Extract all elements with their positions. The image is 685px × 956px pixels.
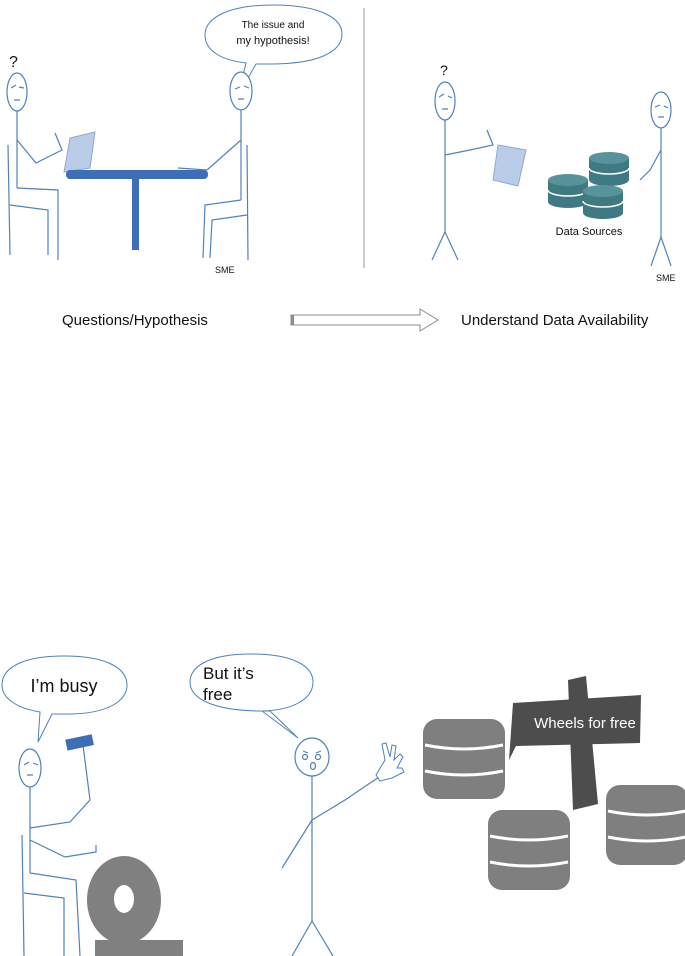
- sign-text: Wheels for free: [534, 715, 636, 732]
- paper-icon: [63, 131, 96, 173]
- waving-hand-icon: [375, 742, 405, 782]
- sme-label-left: SME: [215, 265, 235, 275]
- caption-questions-hypothesis: Questions/Hypothesis: [62, 312, 208, 329]
- arrow-right-icon: [290, 308, 439, 332]
- meeting-table: [66, 170, 208, 250]
- wheel-icon: [87, 856, 183, 956]
- question-mark: ?: [9, 54, 18, 71]
- speech-busy-text: I’m busy: [30, 676, 97, 696]
- speech-bubble-busy: I’m busy: [1, 655, 128, 743]
- paper-icon: [492, 144, 527, 187]
- hammer-icon: [65, 734, 94, 751]
- speech-free-line1: But it’s: [203, 664, 254, 683]
- database-icon: [547, 151, 630, 220]
- bottom-scene: I’m busy But it’s free: [1, 653, 685, 956]
- top-left-scene: The issue and my hypothesis! ?: [6, 4, 343, 275]
- sme-stick-figure-standing: [639, 91, 672, 267]
- speech-hypothesis-line1: The issue and: [242, 20, 305, 31]
- signpost-icon: Wheels for free: [509, 676, 641, 810]
- speech-free-line2: free: [203, 685, 232, 704]
- speech-bubble-free: But it’s free: [189, 653, 314, 739]
- top-right-scene: ? Data Sources SME: [431, 62, 676, 283]
- left-stick-figure-seated: [6, 72, 63, 260]
- sme-label-right: SME: [656, 273, 676, 283]
- free-stick-figure: [281, 737, 383, 956]
- standing-stick-figure: [431, 81, 494, 261]
- busy-stick-figure: [18, 744, 97, 956]
- sme-stick-figure-seated: [177, 71, 253, 261]
- question-mark: ?: [440, 62, 448, 78]
- caption-understand-data: Understand Data Availability: [461, 312, 649, 329]
- speech-bubble-hypothesis: The issue and my hypothesis!: [204, 4, 343, 97]
- data-sources-label: Data Sources: [556, 226, 623, 238]
- speech-hypothesis-line2: my hypothesis!: [236, 35, 309, 47]
